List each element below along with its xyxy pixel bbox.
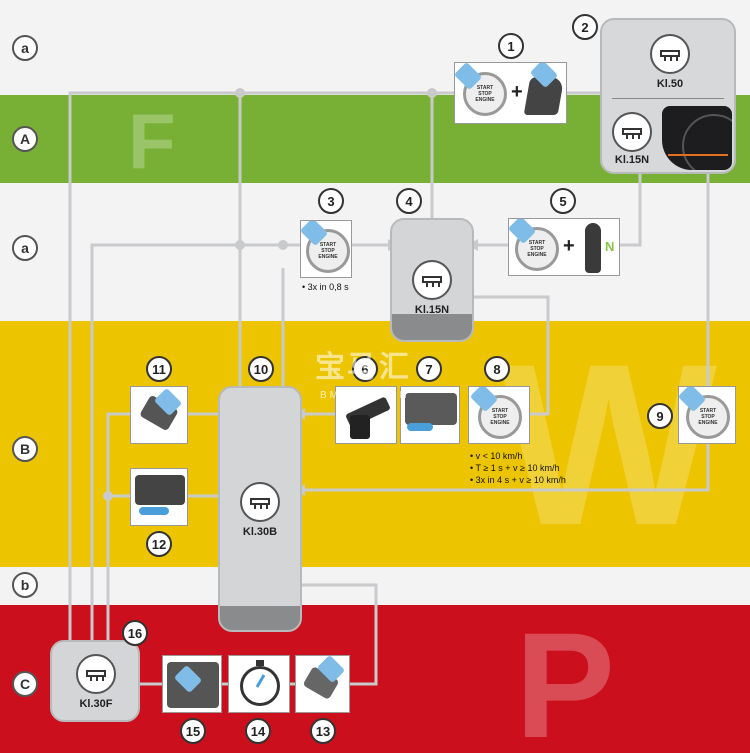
badge-13: 13 (310, 718, 336, 744)
relay-icon (240, 482, 280, 522)
zone-letter-F: F (128, 97, 176, 185)
kl30f-module: Kl.30F (50, 640, 140, 722)
row-label-b: b (12, 572, 38, 598)
badge-6: 6 (352, 356, 378, 382)
seatbelt-tile-6 (335, 386, 397, 444)
seatbelt-buckle (350, 415, 370, 439)
door-handle-icon[interactable] (135, 475, 185, 505)
badge-1: 1 (498, 33, 524, 59)
door-handle-tile-12 (130, 468, 188, 526)
key-fob-tile-13 (295, 655, 350, 713)
key-fob-tile-11 (130, 386, 188, 444)
gear-label: N (605, 239, 615, 254)
badge-14: 14 (245, 718, 271, 744)
row-label-a-top: a (12, 35, 38, 61)
badge-7: 7 (416, 356, 442, 382)
badge-12: 12 (146, 531, 172, 557)
kl30b-module: Kl.30B (218, 386, 302, 632)
badge-8: 8 (484, 356, 510, 382)
note-8: • v < 10 km/h • T ≥ 1 s + v ≥ 10 km/h • … (470, 451, 566, 485)
kl15n-module: Kl.15N (390, 218, 474, 342)
badge-9: 9 (647, 403, 673, 429)
stopwatch-icon (240, 666, 280, 706)
note-3: • 3x in 0,8 s (302, 282, 349, 292)
row-label-a-mid: a (12, 235, 38, 261)
badge-16: 16 (122, 620, 148, 646)
row-label-B: B (12, 436, 38, 462)
badge-2: 2 (572, 14, 598, 40)
zone-letter-W: W (500, 316, 718, 573)
badge-15: 15 (180, 718, 206, 744)
kl15n-top-label: Kl.15N (614, 154, 650, 166)
band-a-mid (0, 183, 750, 321)
plus-sign: + (511, 81, 523, 103)
relay-icon (412, 260, 452, 300)
relay-icon (76, 654, 116, 694)
badge-4: 4 (396, 188, 422, 214)
door-tile-7 (400, 386, 460, 444)
instrument-cluster-icon (662, 106, 732, 170)
watermark-logo: 宝马汇 (315, 351, 411, 384)
kl30b-label: Kl.30B (242, 526, 278, 538)
kl30f-label: Kl.30F (79, 698, 113, 710)
gear-selector-icon (585, 223, 601, 273)
watermark-url: BMWCHE.CN (320, 390, 410, 401)
arrow-icon (407, 423, 433, 431)
relay-icon (650, 34, 690, 74)
badge-11: 11 (146, 356, 172, 382)
arrow-icon (139, 507, 169, 515)
kl15n-mid-label: Kl.15N (414, 304, 450, 316)
kl50-kl15n-module: Kl.50 Kl.15N (600, 18, 736, 174)
row-label-C: C (12, 671, 38, 697)
badge-10: 10 (248, 356, 274, 382)
kl50-label: Kl.50 (656, 78, 684, 90)
stopwatch-tile-14 (228, 655, 290, 713)
parking-tile-15 (162, 655, 222, 713)
divider (612, 98, 724, 99)
door-handle-icon[interactable] (405, 393, 457, 425)
zone-letter-P: P (515, 601, 616, 753)
badge-3: 3 (318, 188, 344, 214)
plus-sign: + (563, 235, 575, 257)
row-label-A: A (12, 126, 38, 152)
relay-icon (612, 112, 652, 152)
badge-5: 5 (550, 188, 576, 214)
